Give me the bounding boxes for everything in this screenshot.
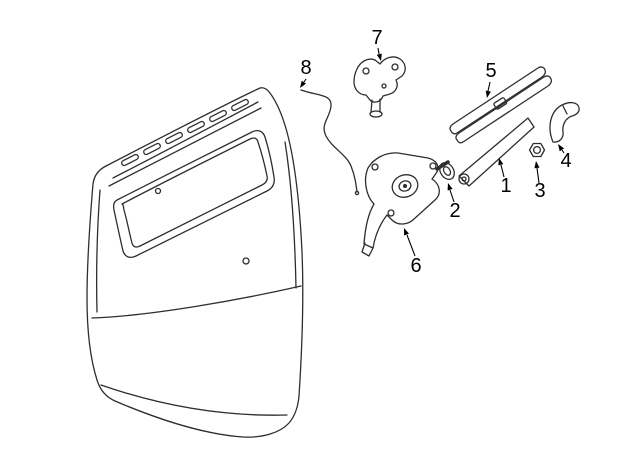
callout-label-6: 6 — [410, 255, 422, 277]
wiper-arm-part — [458, 117, 535, 187]
pivot-cap-part — [549, 101, 580, 143]
callout-leader-lines — [300, 47, 565, 257]
washer-hose-part — [300, 89, 360, 196]
callout-label-1: 1 — [500, 175, 512, 197]
callout-label-8: 8 — [300, 57, 312, 79]
callout-label-5: 5 — [485, 60, 497, 82]
liftgate-drawing — [86, 87, 304, 438]
mounting-bracket-part — [353, 56, 406, 118]
wiper-blade-part — [449, 66, 553, 144]
pivot-nut-part — [528, 142, 546, 158]
callout-label-2: 2 — [449, 200, 461, 222]
callout-label-3: 3 — [534, 180, 546, 202]
pivot-grommet-part — [439, 161, 455, 181]
callout-label-7: 7 — [371, 27, 383, 49]
callout-label-4: 4 — [560, 150, 572, 172]
wiper-motor-part — [361, 152, 450, 257]
